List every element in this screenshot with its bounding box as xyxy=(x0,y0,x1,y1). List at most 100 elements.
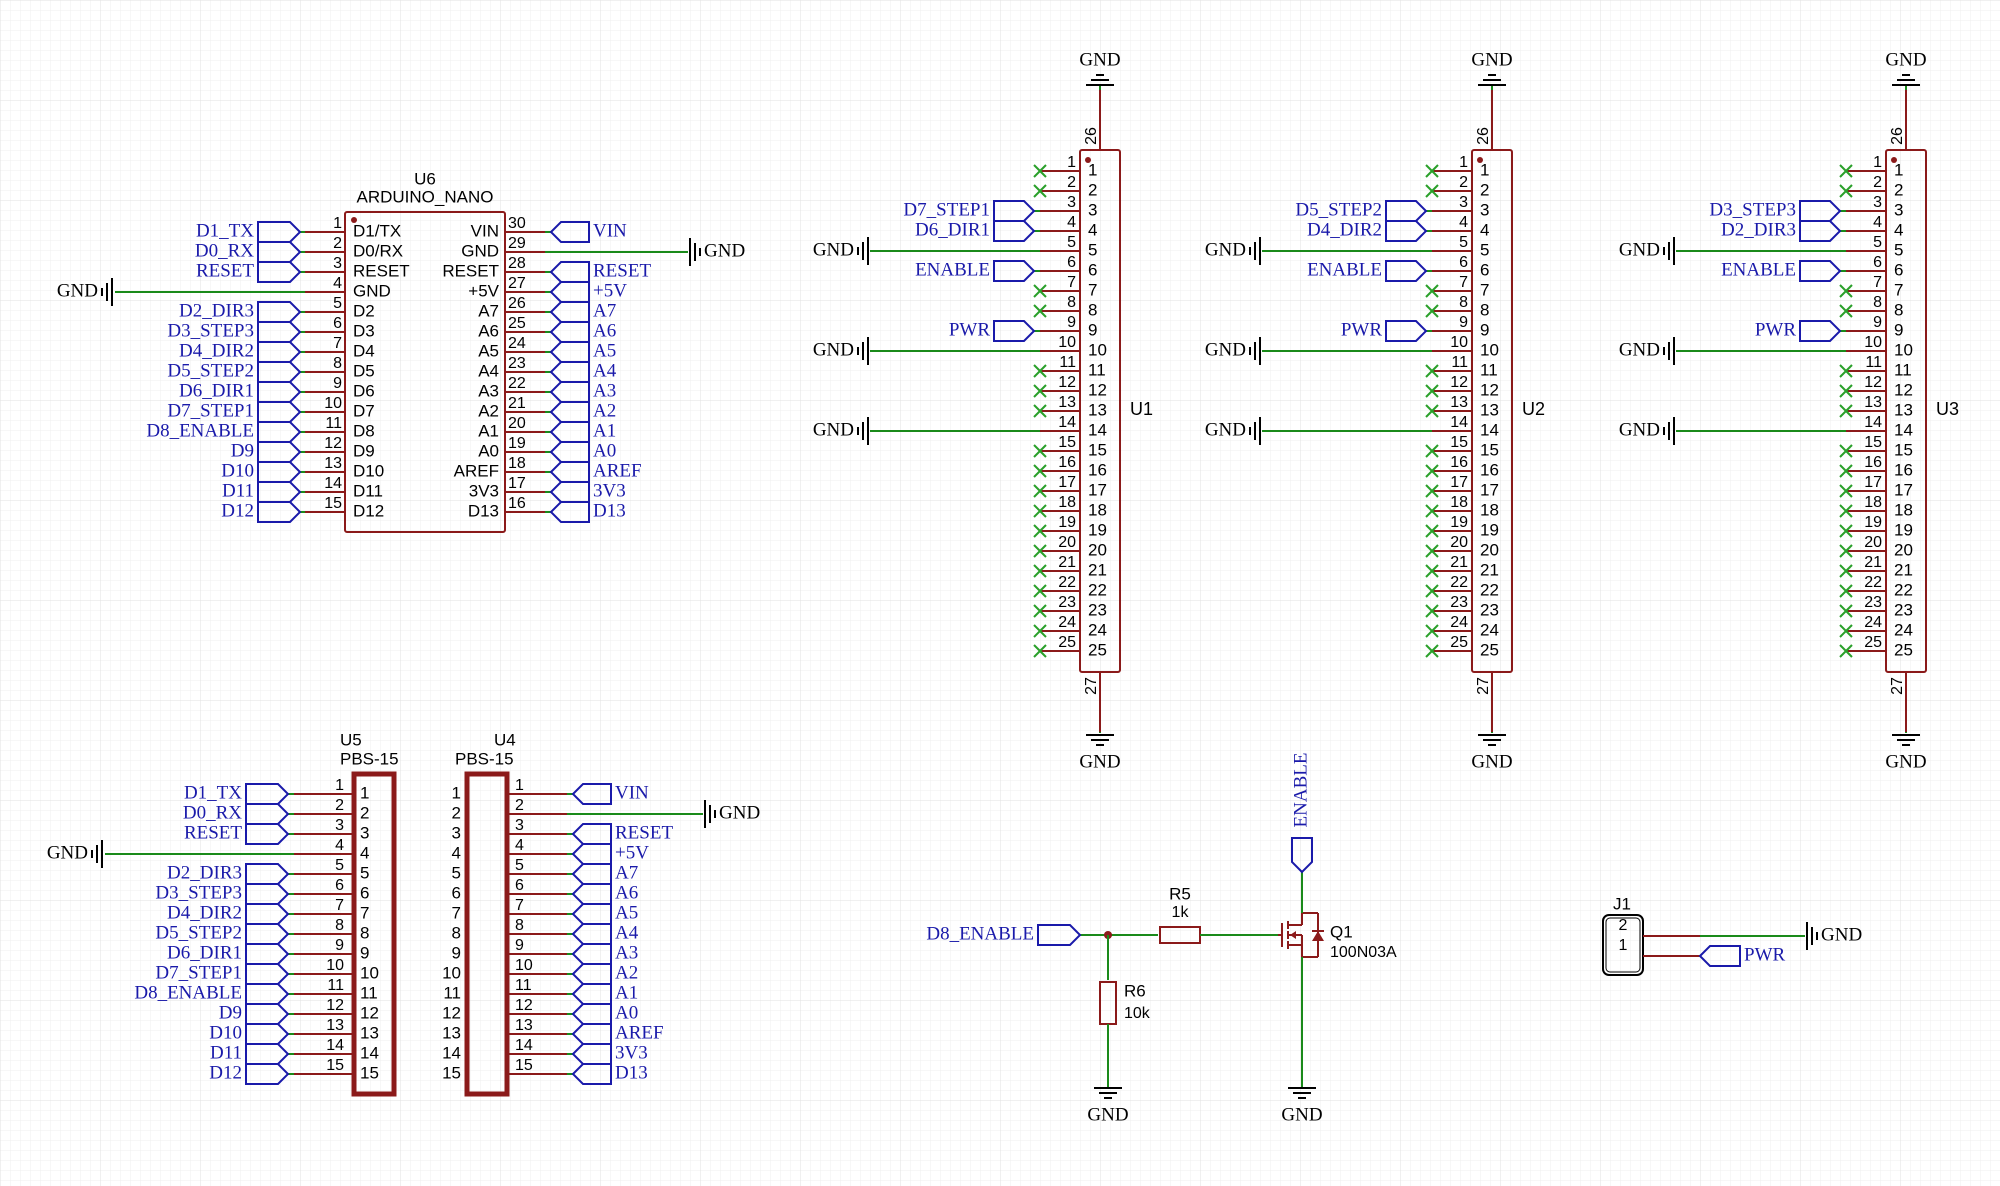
pwr-net-flag[interactable]: PWR xyxy=(949,319,1036,342)
u6-net-flag[interactable]: D9 xyxy=(231,440,302,463)
net-flag-outline xyxy=(245,863,290,885)
u6-net-flag[interactable]: D0_RX xyxy=(195,240,302,263)
u4-net-flag[interactable]: AREF xyxy=(571,1022,664,1045)
u4-net-flag[interactable]: A6 xyxy=(571,882,638,905)
pin-number: 13 xyxy=(515,1017,533,1034)
u4-net-flag[interactable]: 3V3 xyxy=(571,1042,648,1065)
pin-number: 10 xyxy=(515,957,533,974)
u5-net-flag[interactable]: D11 xyxy=(210,1042,290,1065)
j1-net-flag[interactable]: PWR xyxy=(1698,944,1786,967)
u6-net-flag[interactable]: AREF xyxy=(549,460,642,483)
u5-net-flag[interactable]: D2_DIR3 xyxy=(167,862,290,885)
driver-ref: U3 xyxy=(1936,399,1959,419)
j1-body xyxy=(1602,914,1644,976)
u5-net-flag[interactable]: RESET xyxy=(184,822,290,845)
input-net-flag[interactable]: D8_ENABLE xyxy=(926,923,1082,946)
u6-net-flag[interactable]: D13 xyxy=(549,500,626,523)
pin-number: 12 xyxy=(515,997,533,1014)
dir-net-flag[interactable]: D4_DIR2 xyxy=(1307,219,1428,242)
u6-net-flag[interactable]: A2 xyxy=(549,400,616,423)
step-net-flag[interactable]: D7_STEP1 xyxy=(903,199,1036,222)
u6-net-flag[interactable]: D12 xyxy=(221,500,302,523)
u5-net-flag[interactable]: D0_RX xyxy=(183,802,290,825)
u6-net-flag[interactable]: D6_DIR1 xyxy=(179,380,302,403)
u6-net-flag[interactable]: A0 xyxy=(549,440,616,463)
u6-net-flag[interactable]: D3_STEP3 xyxy=(167,320,302,343)
enable-net-flag[interactable]: ENABLE xyxy=(1307,259,1428,282)
u6-net-flag[interactable]: D1_TX xyxy=(196,220,302,243)
u4-net-flag[interactable]: +5V xyxy=(571,842,649,865)
u6-net-flag[interactable]: D11 xyxy=(222,480,302,503)
dir-net-flag[interactable]: D6_DIR1 xyxy=(915,219,1036,242)
u4-net-flag[interactable]: VIN xyxy=(571,782,649,805)
step-net-flag[interactable]: D5_STEP2 xyxy=(1295,199,1428,222)
pin-name: 23 xyxy=(1894,600,1913,619)
u5-net-flag[interactable]: D9 xyxy=(219,1002,290,1025)
u5-net-flag[interactable]: D3_STEP3 xyxy=(155,882,290,905)
u5-net-flag[interactable]: D4_DIR2 xyxy=(167,902,290,925)
u4-net-flag[interactable]: RESET xyxy=(571,822,673,845)
no-connect-icon xyxy=(1425,484,1439,498)
u4-net-flag[interactable]: A4 xyxy=(571,922,639,945)
u6-net-flag[interactable]: D4_DIR2 xyxy=(179,340,302,363)
u4-net-flag[interactable]: A5 xyxy=(571,902,638,925)
u5-net-flag[interactable]: D8_ENABLE xyxy=(134,982,290,1005)
u5-net-flag[interactable]: D1_TX xyxy=(184,782,290,805)
enable-net-flag[interactable]: ENABLE xyxy=(1721,259,1842,282)
u6-net-flag[interactable]: RESET xyxy=(196,260,302,283)
u6-net-flag[interactable]: +5V xyxy=(549,280,627,303)
u4-net-flag[interactable]: A3 xyxy=(571,942,638,965)
pwr-net-flag[interactable]: PWR xyxy=(1341,319,1428,342)
net-flag-outline xyxy=(571,883,612,905)
u4-net-flag[interactable]: A0 xyxy=(571,1002,638,1025)
no-connect-stroke xyxy=(1425,524,1439,538)
step-net-flag[interactable]: D3_STEP3 xyxy=(1709,199,1842,222)
u4-net-flag[interactable]: A2 xyxy=(571,962,638,985)
u6-net-flag[interactable]: D8_ENABLE xyxy=(146,420,302,443)
u5-net-flag[interactable]: D10 xyxy=(209,1022,290,1045)
u6-net-flag[interactable]: D7_STEP1 xyxy=(167,400,302,423)
u4-value: PBS-15 xyxy=(455,749,514,768)
no-connect-icon xyxy=(1425,184,1439,198)
pwr-net-flag[interactable]: PWR xyxy=(1755,319,1842,342)
pin-number: 12 xyxy=(326,997,344,1014)
u6-net-flag[interactable]: A6 xyxy=(549,320,616,343)
pin-name: 6 xyxy=(1894,260,1903,279)
u4-net-flag[interactable]: D13 xyxy=(571,1062,648,1085)
u6-net-flag[interactable]: A4 xyxy=(549,360,617,383)
u5-net-flag[interactable]: D5_STEP2 xyxy=(155,922,290,945)
u6-net-flag[interactable]: D10 xyxy=(221,460,302,483)
enable-net-flag[interactable]: ENABLE xyxy=(915,259,1036,282)
u6-net-flag[interactable]: 3V3 xyxy=(549,480,626,503)
u4-net-flag[interactable]: A1 xyxy=(571,982,638,1005)
u5-net-flag[interactable]: D6_DIR1 xyxy=(167,942,290,965)
u4-header[interactable]: U4PBS-1511223344556677889910101111121213… xyxy=(442,730,703,1097)
net-flag-outline xyxy=(1799,320,1842,342)
u6-net-flag[interactable]: VIN xyxy=(549,220,627,243)
dir-net-flag[interactable]: D2_DIR3 xyxy=(1721,219,1842,242)
u6-net-flag[interactable]: A1 xyxy=(549,420,616,443)
u6-net-flag[interactable]: A3 xyxy=(549,380,616,403)
no-connect-icon xyxy=(1839,464,1853,478)
u6-net-flag[interactable]: D2_DIR3 xyxy=(179,300,302,323)
u6-net-flag[interactable]: D5_STEP2 xyxy=(167,360,302,383)
body-arrow xyxy=(1290,931,1296,939)
u6-net-flag[interactable]: A5 xyxy=(549,340,616,363)
u5-net-flag[interactable]: D12 xyxy=(209,1062,290,1085)
q1-gnd: GND xyxy=(1281,1087,1323,1125)
u4-net-flag[interactable]: A7 xyxy=(571,862,638,885)
u6-net-flag[interactable]: RESET xyxy=(549,260,651,283)
u5-net-flag[interactable]: D7_STEP1 xyxy=(155,962,290,985)
drain-net-flag[interactable]: ENABLE xyxy=(1290,753,1313,874)
u6-net-flag[interactable]: A7 xyxy=(549,300,616,323)
